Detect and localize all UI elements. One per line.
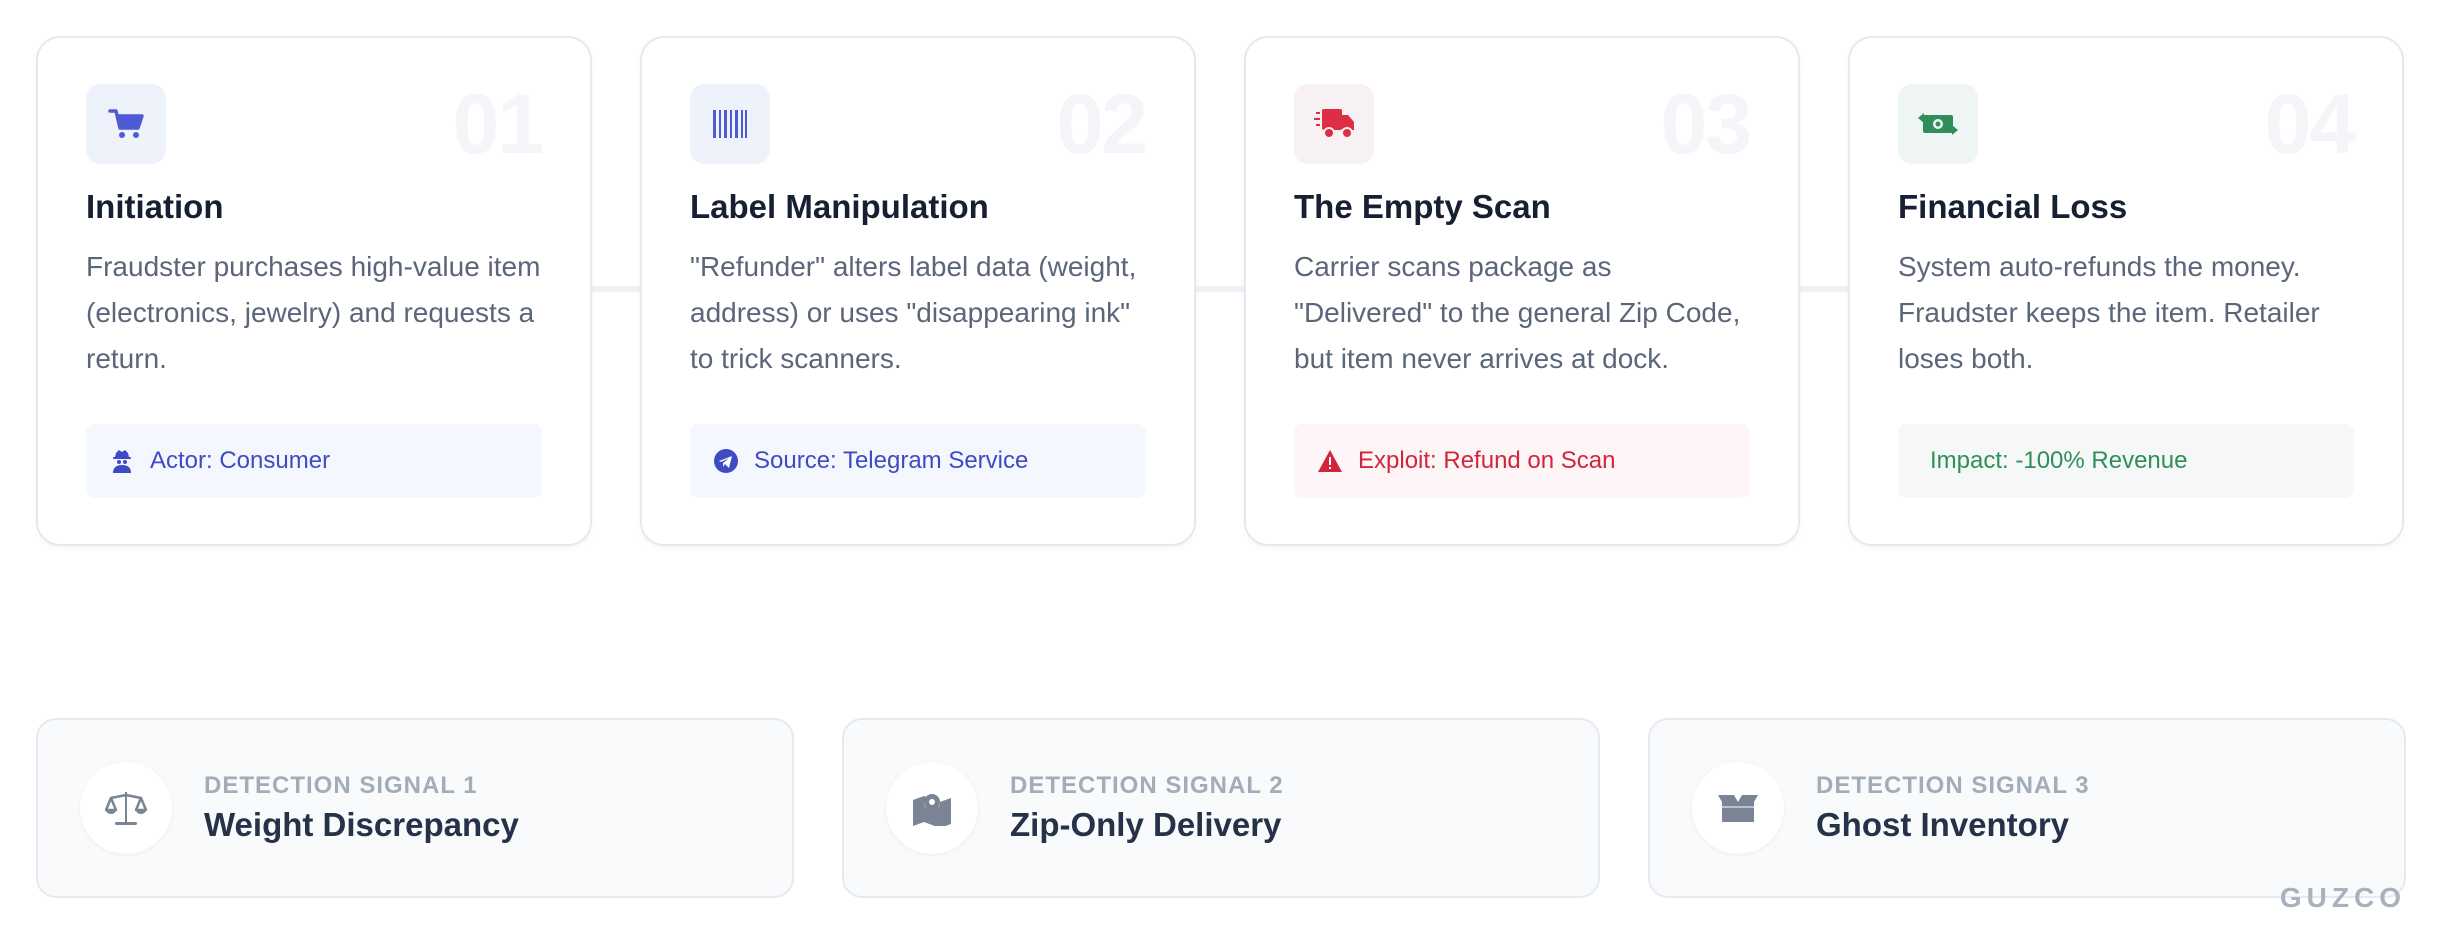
actor-tag: Actor: Consumer [86, 424, 542, 498]
signal-title: Weight Discrepancy [204, 806, 519, 843]
step-number: 04 [2264, 77, 2356, 171]
step-number: 01 [452, 77, 544, 171]
step-description: System auto-refunds the money. Fraudster… [1898, 251, 2320, 374]
truck-icon [1294, 84, 1374, 164]
warning-icon [1318, 449, 1342, 473]
step-card-label-manipulation: 02 Label Manipulation "Refunder" alters … [640, 36, 1196, 546]
tag-label: Actor: Consumer [150, 447, 331, 474]
tag-label: Exploit: Refund on Scan [1358, 447, 1616, 474]
money-exchange-icon [1898, 84, 1978, 164]
flow-connector-line [300, 286, 2140, 292]
signal-label: DETECTION SIGNAL 2 [1010, 772, 1284, 799]
step-number: 02 [1056, 77, 1148, 171]
step-description: Carrier scans package as "Delivered" to … [1294, 251, 1741, 374]
tag-label: Impact: -100% Revenue [1930, 447, 2188, 474]
barcode-icon [690, 84, 770, 164]
source-tag: Source: Telegram Service [690, 424, 1146, 498]
step-description: Fraudster purchases high-value item (ele… [86, 251, 541, 374]
detection-signal-2: DETECTION SIGNAL 2 Zip-Only Delivery [842, 718, 1600, 898]
brand-logo: GUZCO [2279, 882, 2406, 913]
impact-tag: Impact: -100% Revenue [1898, 424, 2354, 498]
step-number: 03 [1660, 77, 1752, 171]
step-title: Label Manipulation [690, 188, 989, 225]
map-pin-icon [886, 762, 978, 854]
signal-label: DETECTION SIGNAL 3 [1816, 772, 2090, 799]
detection-signal-1: DETECTION SIGNAL 1 Weight Discrepancy [36, 718, 794, 898]
exploit-tag: Exploit: Refund on Scan [1294, 424, 1750, 498]
signal-title: Ghost Inventory [1816, 806, 2070, 843]
telegram-icon [714, 449, 738, 473]
step-description: "Refunder" alters label data (weight, ad… [690, 251, 1137, 374]
signal-title: Zip-Only Delivery [1010, 806, 1282, 843]
signal-label: DETECTION SIGNAL 1 [204, 772, 478, 799]
step-title: Financial Loss [1898, 188, 2128, 225]
step-card-empty-scan: 03 The Empty Scan Carrier scans package … [1244, 36, 1800, 546]
step-card-financial-loss: 04 Financial Loss System auto-refunds th… [1848, 36, 2404, 546]
scale-icon [80, 762, 172, 854]
user-secret-icon [110, 449, 134, 473]
step-title: The Empty Scan [1294, 188, 1551, 225]
empty-box-icon [1692, 762, 1784, 854]
detection-signal-3: DETECTION SIGNAL 3 Ghost Inventory [1648, 718, 2406, 898]
cart-icon [86, 84, 166, 164]
step-title: Initiation [86, 188, 224, 225]
step-card-initiation: 01 Initiation Fraudster purchases high-v… [36, 36, 592, 546]
tag-label: Source: Telegram Service [754, 447, 1029, 474]
